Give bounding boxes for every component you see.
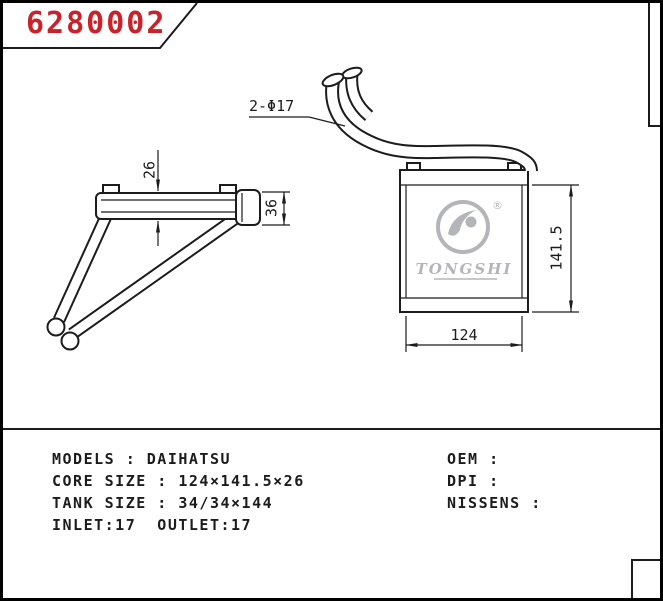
- pipe-end-2: [60, 331, 80, 351]
- title-box-outline: [3, 2, 198, 49]
- front-view: ® TONGSHI 2-Φ17 141.5 124: [249, 66, 579, 352]
- part-number: 6280002: [26, 6, 167, 41]
- frame-notch-top-right: [648, 3, 660, 127]
- frame-notch-bottom-right: [631, 559, 660, 598]
- dim-width-label: 124: [450, 326, 477, 344]
- spec-models: MODELS : DAIHATSU: [52, 450, 232, 468]
- spec-list-right: OEM : DPI : NISSENS :: [447, 448, 542, 514]
- spec-dpi: DPI :: [447, 472, 500, 490]
- inlet-pipe-opening: [321, 72, 345, 88]
- core-edge-body: [95, 192, 247, 220]
- core-front-body: [399, 169, 529, 313]
- mount-tab-left: [102, 184, 120, 194]
- spec-tank-size: TANK SIZE : 34/34×144: [52, 494, 274, 512]
- pipe-callout-leader: [249, 116, 346, 127]
- registered-mark: ®: [492, 199, 503, 212]
- top-tab-right: [507, 162, 522, 171]
- side-tank: [235, 189, 261, 226]
- brand-logo-icon: [436, 200, 490, 254]
- spec-inlet-outlet: INLET:17 OUTLET:17: [52, 516, 253, 534]
- pipe-callout-label: 2-Φ17: [249, 97, 294, 115]
- mount-tab-right: [219, 184, 237, 194]
- pipe-end-1: [46, 317, 66, 337]
- dim-height-label: 141.5: [548, 225, 566, 270]
- dim-tank-label: 36: [263, 199, 281, 217]
- spec-nissens: NISSENS :: [447, 494, 542, 512]
- spec-core-size: CORE SIZE : 124×141.5×26: [52, 472, 305, 490]
- brand-watermark: ® TONGSHI: [416, 199, 513, 280]
- side-view: 26 36: [46, 150, 290, 351]
- brand-name: TONGSHI: [416, 260, 513, 278]
- top-tab-left: [406, 162, 421, 171]
- spec-oem: OEM :: [447, 450, 500, 468]
- dim-depth-label: 26: [141, 161, 159, 179]
- rear-pipe-opening: [341, 66, 363, 80]
- spec-list-left: MODELS : DAIHATSU CORE SIZE : 124×141.5×…: [52, 448, 305, 536]
